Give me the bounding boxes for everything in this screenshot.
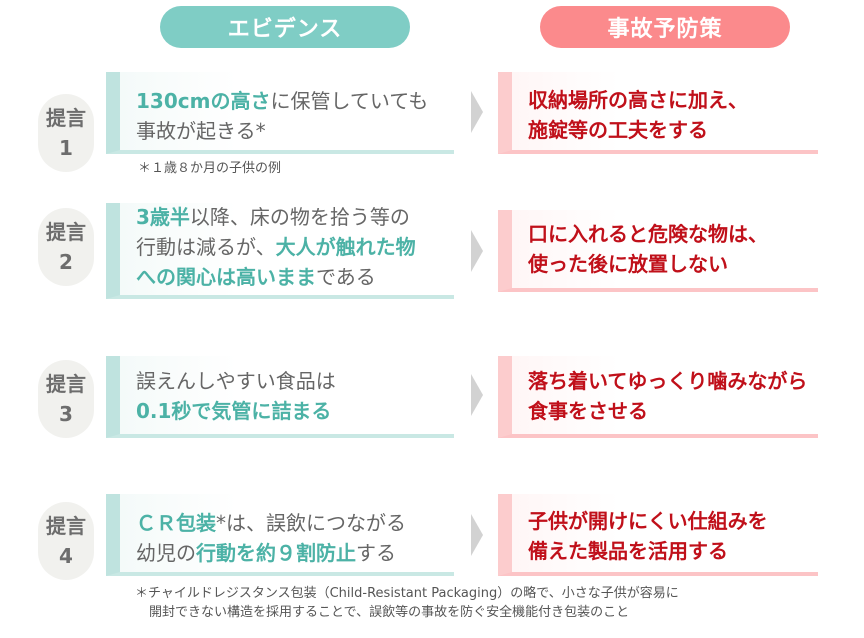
proposal-row-3: 提言 3 誤えんしやすい食品は 0.1秒で気管に詰まる 落ち着いてゆっくり噛みな… <box>0 350 864 460</box>
evidence-line: ＣＲ包装*は、誤飲につながる <box>136 508 406 538</box>
prevention-line: 使った後に放置しない <box>528 252 728 276</box>
proposal-label: 提言 <box>46 372 86 396</box>
evidence-box <box>106 203 454 299</box>
proposal-badge: 提言 2 <box>38 208 94 286</box>
proposal-badge: 提言 1 <box>38 94 94 172</box>
proposal-label: 提言 <box>46 514 86 538</box>
evidence-text: 130cmの高さに保管していても 事故が起きる* <box>136 86 428 146</box>
proposal-row-1: 提言 1 130cmの高さに保管していても 事故が起きる* ＊１歳８か月の子供の… <box>0 70 864 180</box>
evidence-segment: 幼児の <box>136 541 196 565</box>
arrow-right-icon <box>471 230 483 272</box>
prevention-text: 収納場所の高さに加え、 施錠等の工夫をする <box>528 85 748 145</box>
arrow-right-icon <box>471 374 483 416</box>
prevention-line: 口に入れると危険な物は、 <box>528 222 768 246</box>
evidence-segment: 事故が起きる* <box>136 119 266 143</box>
proposal-label: 提言 <box>46 220 86 244</box>
proposal-row-2: 提言 2 3歳半以降、床の物を拾う等の 行動は減るが、大人が触れた物 への関心は… <box>0 198 864 308</box>
evidence-segment: に保管していても <box>270 89 429 113</box>
evidence-highlight: 大人が触れた物 <box>275 235 416 259</box>
evidence-line: 130cmの高さに保管していても <box>136 86 428 116</box>
evidence-line: 幼児の行動を約９割防止する <box>136 538 406 568</box>
prevention-box <box>498 356 818 438</box>
arrow-right-icon <box>471 514 483 556</box>
evidence-line: への関心は高いままである <box>136 262 416 292</box>
proposal-number: 1 <box>59 136 73 160</box>
evidence-segment: 以降、床の物を拾う等の <box>189 205 410 229</box>
evidence-highlight: ＣＲ包装 <box>136 511 216 535</box>
evidence-box <box>106 356 454 438</box>
evidence-line: 事故が起きる* <box>136 116 428 146</box>
prevention-text: 口に入れると危険な物は、 使った後に放置しない <box>528 219 768 279</box>
footnote: ＊チャイルドレジスタンス包装（Child-Resistant Packaging… <box>135 584 679 622</box>
evidence-segment: である <box>316 265 376 289</box>
evidence-text: 誤えんしやすい食品は 0.1秒で気管に詰まる <box>136 366 336 426</box>
proposal-number: 4 <box>59 544 73 568</box>
evidence-highlight: 130cmの高さ <box>136 89 271 113</box>
prevention-line: 落ち着いてゆっくり噛みながら <box>528 369 808 393</box>
evidence-segment: *は、誤飲につながる <box>216 511 406 535</box>
evidence-segment: する <box>356 541 396 565</box>
evidence-text: 3歳半以降、床の物を拾う等の 行動は減るが、大人が触れた物 への関心は高いままで… <box>136 202 416 292</box>
prevention-text: 落ち着いてゆっくり噛みながら 食事をさせる <box>528 366 807 426</box>
proposal-label: 提言 <box>46 106 86 130</box>
footnote-line: 開封できない構造を採用することで、誤飲等の事故を防ぐ安全機能付き包装のこと <box>149 605 630 620</box>
prevention-header: 事故予防策 <box>540 6 790 48</box>
evidence-highlight: 0.1秒で気管に詰まる <box>136 399 332 423</box>
evidence-line: 3歳半以降、床の物を拾う等の <box>136 202 416 232</box>
footnote: ＊１歳８か月の子供の例 <box>138 161 282 176</box>
prevention-box <box>498 72 818 154</box>
evidence-segment: 誤えんしやすい食品は <box>136 369 336 393</box>
evidence-line: 0.1秒で気管に詰まる <box>136 396 336 426</box>
prevention-line: 子供が開けにくい仕組みを <box>528 509 768 533</box>
prevention-line: 備えた製品を活用する <box>528 539 728 563</box>
footnote-line: ＊チャイルドレジスタンス包装（Child-Resistant Packaging… <box>135 586 679 601</box>
prevention-line: 施錠等の工夫をする <box>528 118 708 142</box>
evidence-box <box>106 72 454 154</box>
proposal-number: 2 <box>59 250 73 274</box>
prevention-line: 収納場所の高さに加え、 <box>528 88 748 112</box>
evidence-highlight: への関心は高いまま <box>136 265 316 289</box>
prevention-line: 食事をさせる <box>528 399 648 423</box>
evidence-line: 誤えんしやすい食品は <box>136 366 336 396</box>
evidence-header: エビデンス <box>160 6 410 48</box>
evidence-segment: 行動は減るが、 <box>136 235 276 259</box>
evidence-line: 行動は減るが、大人が触れた物 <box>136 232 416 262</box>
prevention-text: 子供が開けにくい仕組みを 備えた製品を活用する <box>528 506 768 566</box>
proposal-number: 3 <box>59 402 73 426</box>
proposal-row-4: 提言 4 ＣＲ包装*は、誤飲につながる 幼児の行動を約９割防止する 子供が開けに… <box>0 490 864 630</box>
evidence-box <box>106 494 454 576</box>
evidence-text: ＣＲ包装*は、誤飲につながる 幼児の行動を約９割防止する <box>136 508 406 568</box>
prevention-box <box>498 210 818 292</box>
evidence-highlight: 3歳半 <box>136 205 190 229</box>
arrow-right-icon <box>471 91 483 133</box>
proposal-badge: 提言 3 <box>38 360 94 438</box>
proposal-badge: 提言 4 <box>38 502 94 580</box>
evidence-highlight: 行動を約９割防止 <box>196 541 356 565</box>
prevention-box <box>498 494 818 576</box>
